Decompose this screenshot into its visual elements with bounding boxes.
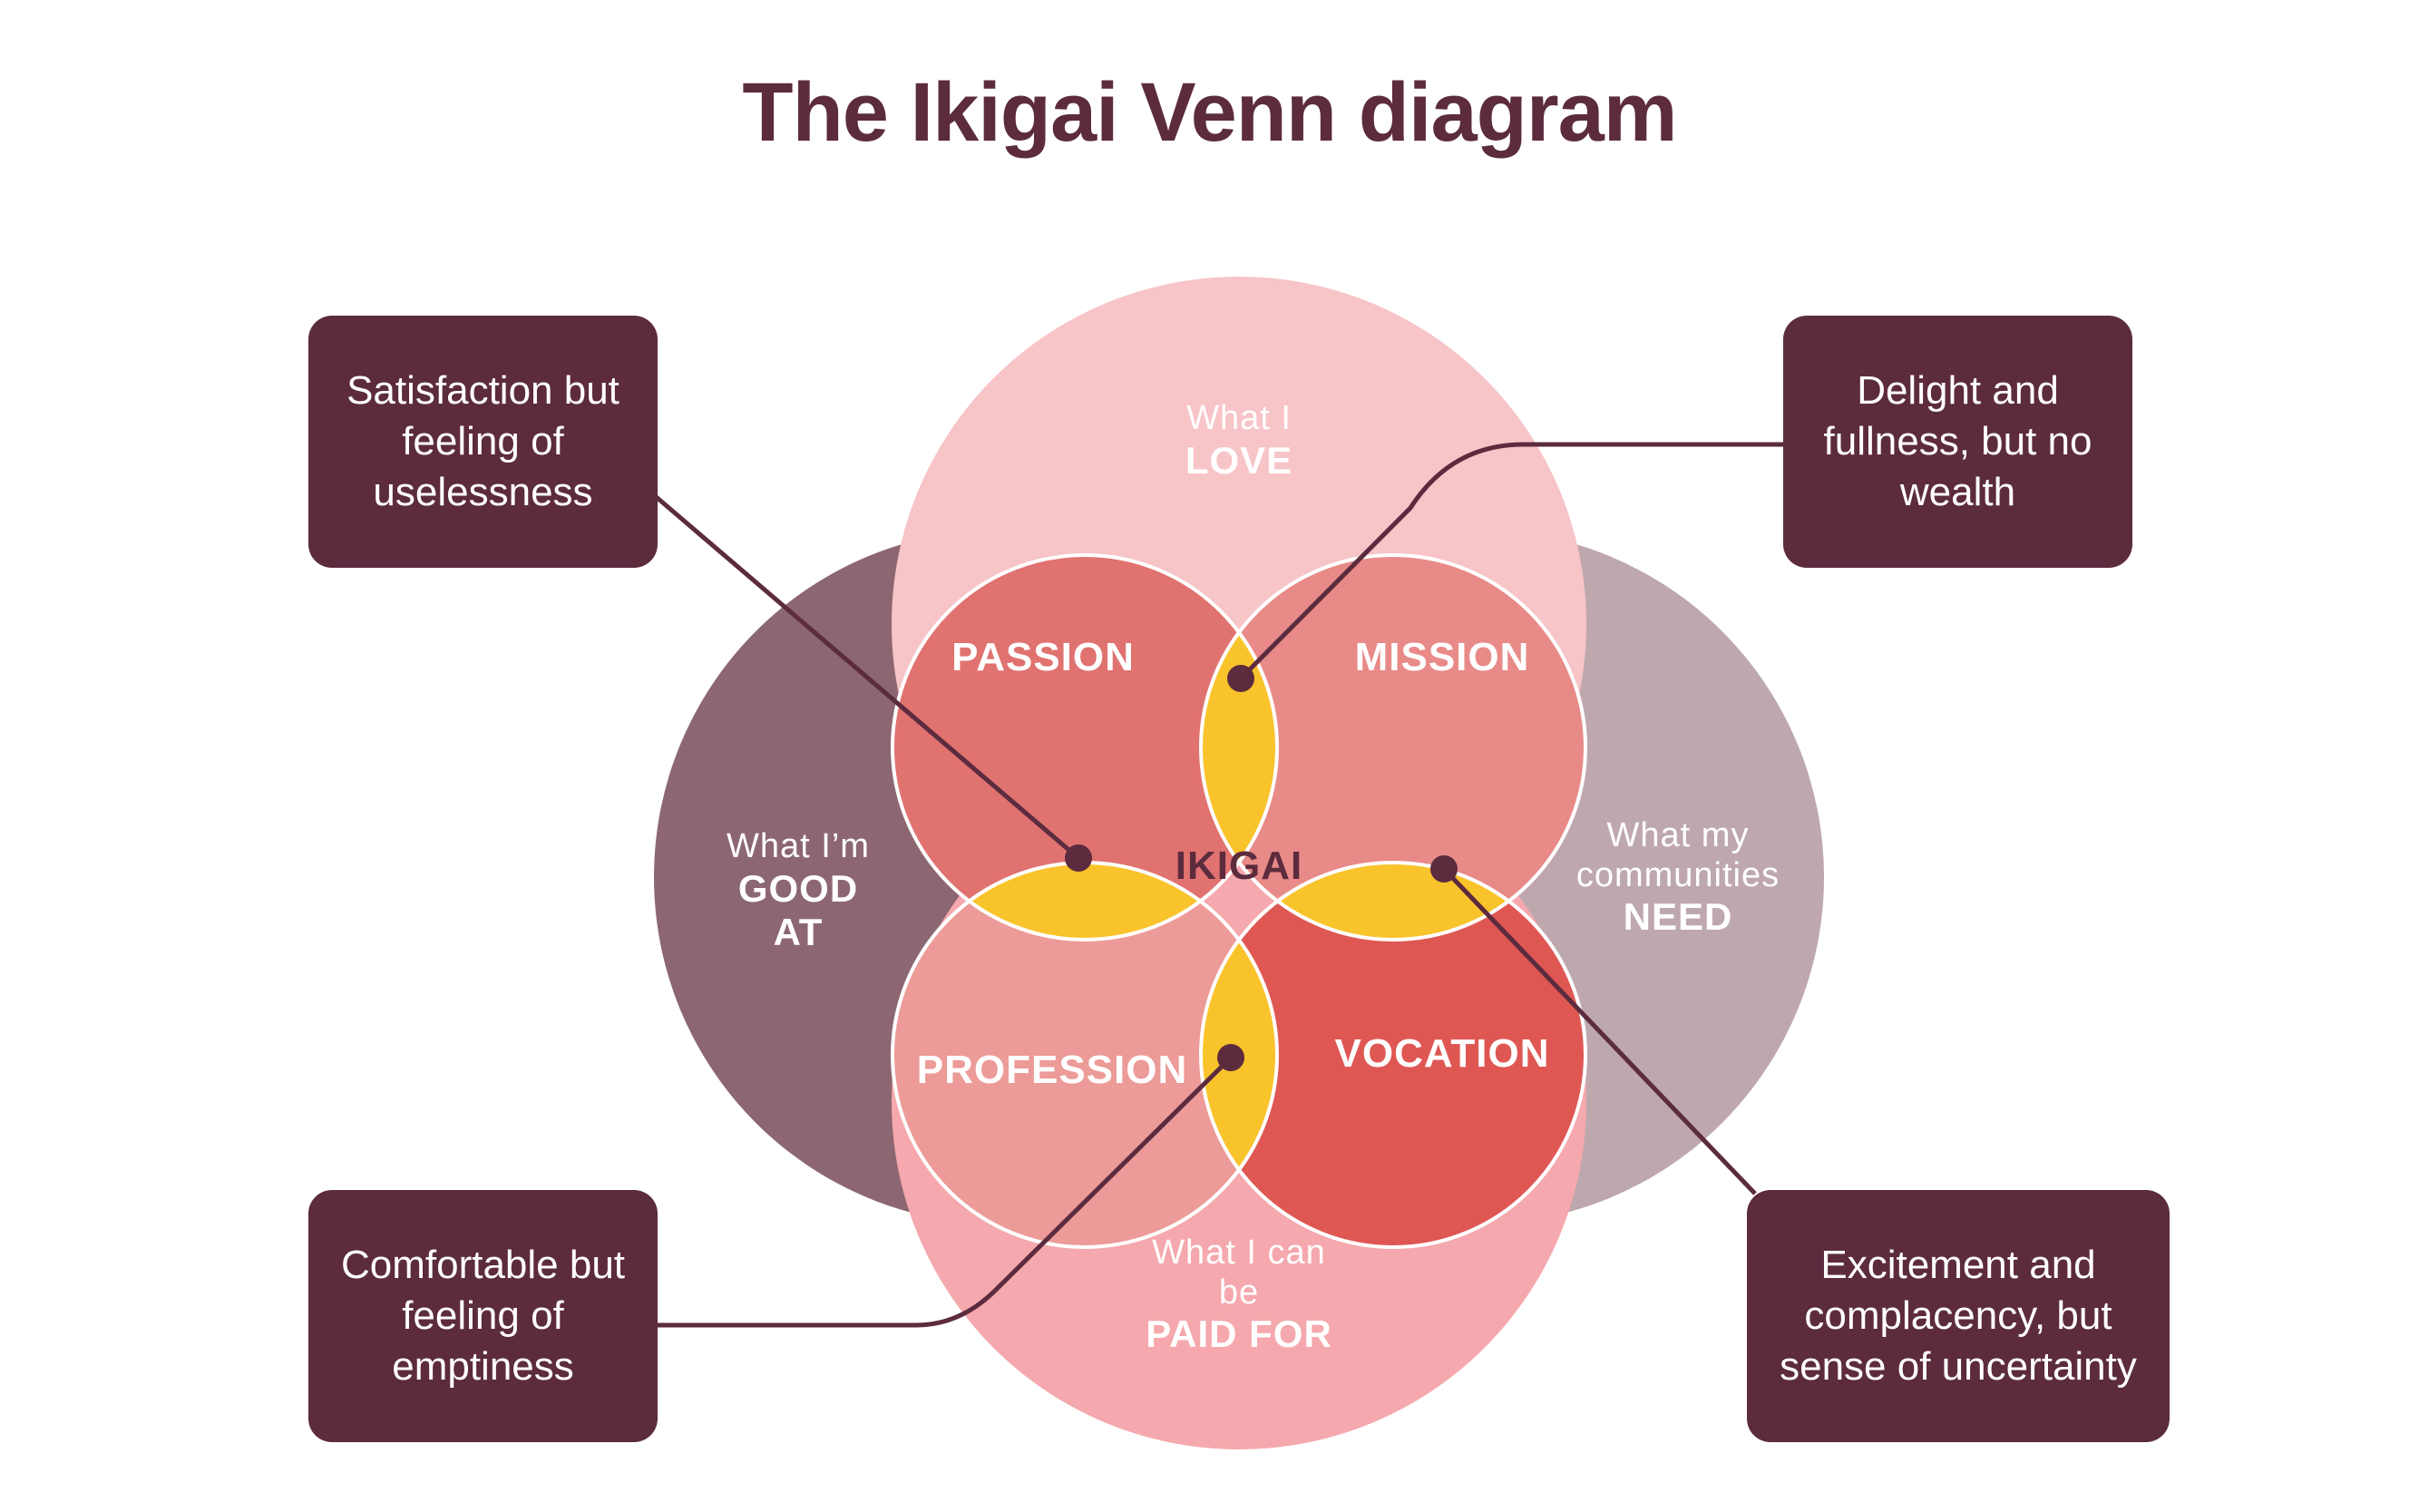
page-title: The Ikigai Venn diagram (742, 66, 1677, 159)
label-profession: PROFESSION (916, 1048, 1188, 1092)
label-love-line2: LOVE (1185, 438, 1293, 482)
dot-top-right (1227, 665, 1254, 692)
label-ikigai: IKIGAI (1175, 844, 1303, 888)
connector-lines (651, 442, 1783, 1328)
connector-top-left (651, 493, 1080, 860)
label-need: What my communities NEED (1524, 816, 1832, 940)
region-mission (1201, 555, 1585, 940)
label-vocation: VOCATION (1334, 1031, 1550, 1076)
label-paid-for-line1: What I can (1152, 1234, 1326, 1272)
connector-top-right (1239, 442, 1783, 680)
region-passion (892, 555, 1277, 940)
label-paid-for-line2: be (1218, 1273, 1260, 1312)
connector-bottom-right (1442, 867, 1757, 1195)
callout-top-left: Satisfaction but feeling of uselessness (308, 316, 658, 568)
label-need-line1: What my (1606, 816, 1750, 854)
connector-dots (1065, 665, 1458, 1071)
dot-bottom-left (1217, 1044, 1244, 1071)
label-passion: PASSION (951, 635, 1135, 679)
dot-bottom-right (1430, 855, 1458, 883)
connector-bottom-left (653, 1056, 1233, 1328)
callout-bottom-right: Excitement and complacency, but sense of… (1747, 1190, 2170, 1442)
label-good-at-line1: What I’m (727, 827, 870, 865)
label-paid-for-line3: PAID FOR (1146, 1312, 1332, 1356)
callout-top-right: Delight and fullness, but no wealth (1783, 316, 2132, 568)
region-vocation (1201, 863, 1585, 1247)
label-mission: MISSION (1354, 635, 1530, 679)
label-good-at-line3: AT (773, 910, 824, 953)
label-love-line1: What I (1186, 399, 1292, 437)
callout-bottom-left: Comfortable but feeling of emptiness (308, 1190, 658, 1442)
region-outlines (891, 553, 1587, 1249)
label-love: What I LOVE (1103, 399, 1375, 483)
label-paid-for: What I can be PAID FOR (1094, 1234, 1384, 1357)
label-need-line3: NEED (1623, 895, 1733, 939)
label-good-at: What I’m GOOD AT (662, 827, 934, 954)
label-need-line2: communities (1575, 855, 1780, 894)
dot-top-left (1065, 844, 1092, 872)
region-profession (892, 863, 1277, 1247)
label-good-at-line2: GOOD (737, 866, 859, 910)
